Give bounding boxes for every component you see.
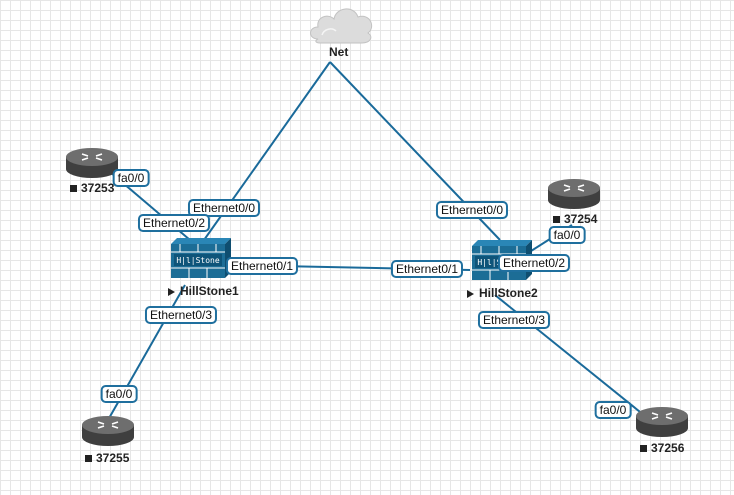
port-label-hillstone1-eth0-0[interactable]: Ethernet0/0: [187, 199, 261, 217]
port-label-hillstone2-eth0-1[interactable]: Ethernet0/1: [390, 260, 464, 278]
firewall-icon[interactable]: H|l|Stone: [171, 238, 231, 278]
node-label-37254: 37254: [553, 212, 597, 226]
node-label-net: Net: [329, 45, 349, 59]
node-label-hillstone1: HillStone1: [168, 284, 239, 298]
port-label-37253-fa0-0[interactable]: fa0/0: [112, 169, 150, 187]
play-icon[interactable]: [467, 290, 474, 298]
router-icon[interactable]: [548, 179, 600, 209]
router-icon[interactable]: [636, 407, 688, 437]
port-label-hillstone1-eth0-1[interactable]: Ethernet0/1: [225, 257, 299, 275]
port-label-hillstone1-eth0-3[interactable]: Ethernet0/3: [144, 306, 218, 324]
node-label-37253: 37253: [70, 181, 114, 195]
port-label-hillstone2-eth0-2[interactable]: Ethernet0/2: [497, 254, 571, 272]
port-label-37255-fa0-0[interactable]: fa0/0: [100, 385, 138, 403]
node-label-37255: 37255: [85, 451, 129, 465]
node-label-hillstone2: HillStone2: [467, 286, 538, 300]
stop-icon[interactable]: [70, 185, 77, 192]
cloud-icon[interactable]: [310, 8, 373, 44]
stop-icon[interactable]: [85, 455, 92, 462]
svg-text:H|l|Stone: H|l|Stone: [176, 256, 220, 265]
stop-icon[interactable]: [640, 445, 647, 452]
r37253-name: 37253: [81, 181, 115, 195]
play-icon[interactable]: [168, 288, 175, 296]
port-label-hillstone1-eth0-2[interactable]: Ethernet0/2: [137, 214, 211, 232]
port-label-hillstone2-eth0-3[interactable]: Ethernet0/3: [477, 311, 551, 329]
r37254-name: 37254: [564, 212, 598, 226]
node-label-37256: 37256: [640, 441, 684, 455]
hillstone1-name: HillStone1: [180, 284, 239, 298]
port-label-37256-fa0-0[interactable]: fa0/0: [594, 401, 632, 419]
port-label-37254-fa0-0[interactable]: fa0/0: [548, 226, 586, 244]
port-label-hillstone2-eth0-0[interactable]: Ethernet0/0: [435, 201, 509, 219]
r37256-name: 37256: [651, 441, 685, 455]
hillstone2-name: HillStone2: [479, 286, 538, 300]
r37255-name: 37255: [96, 451, 130, 465]
router-icon[interactable]: [66, 148, 118, 178]
router-icon[interactable]: [82, 416, 134, 446]
stop-icon[interactable]: [553, 216, 560, 223]
